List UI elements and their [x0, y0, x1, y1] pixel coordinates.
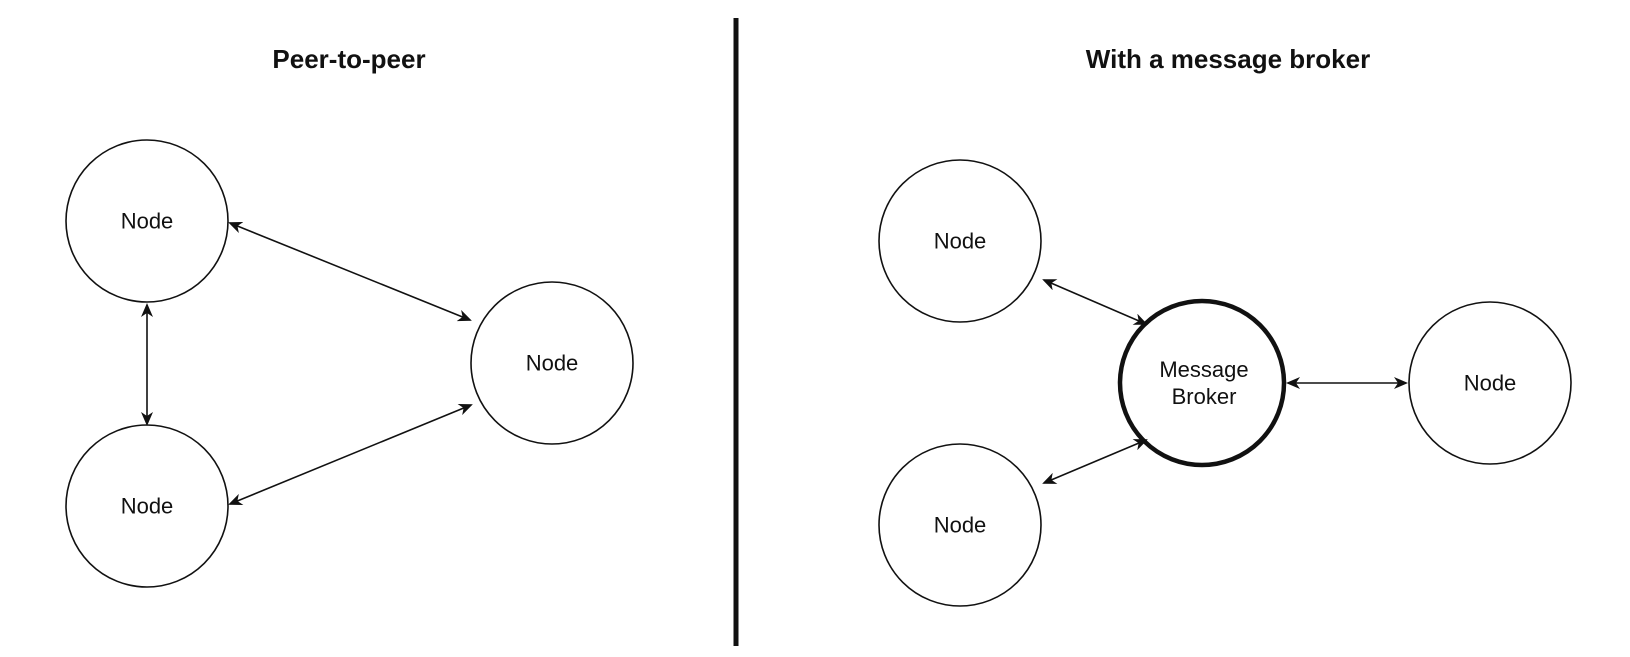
broker-panel-title: With a message broker	[1085, 44, 1371, 74]
message-broker-label-line2: Broker	[1171, 384, 1237, 409]
p2p-title: Peer-to-peer	[272, 44, 426, 74]
p2p-node-right	[470, 281, 634, 445]
broker-node-right-label: Node	[1463, 370, 1517, 396]
broker-arrow-top-left	[1042, 279, 1148, 325]
p2p-node-right-label: Node	[525, 350, 579, 376]
message-broker-label: Message Broker	[1139, 356, 1269, 410]
broker-node-top-left	[878, 159, 1042, 323]
message-broker-circle	[1117, 298, 1287, 468]
p2p-arrow-top-right	[228, 221, 472, 322]
p2p-node-top-left	[65, 139, 229, 303]
message-broker-label-line1: Message	[1159, 357, 1249, 382]
p2p-node-top-left-label: Node	[120, 208, 174, 234]
broker-node-right	[1408, 301, 1572, 465]
broker-node-bottom-left	[878, 443, 1042, 607]
p2p-node-bottom-left-label: Node	[120, 493, 174, 519]
broker-arrow-bottom-left	[1042, 439, 1148, 484]
broker-node-top-left-label: Node	[933, 228, 987, 254]
p2p-arrow-bottom-right	[228, 404, 473, 505]
broker-node-bottom-left-label: Node	[933, 512, 987, 538]
